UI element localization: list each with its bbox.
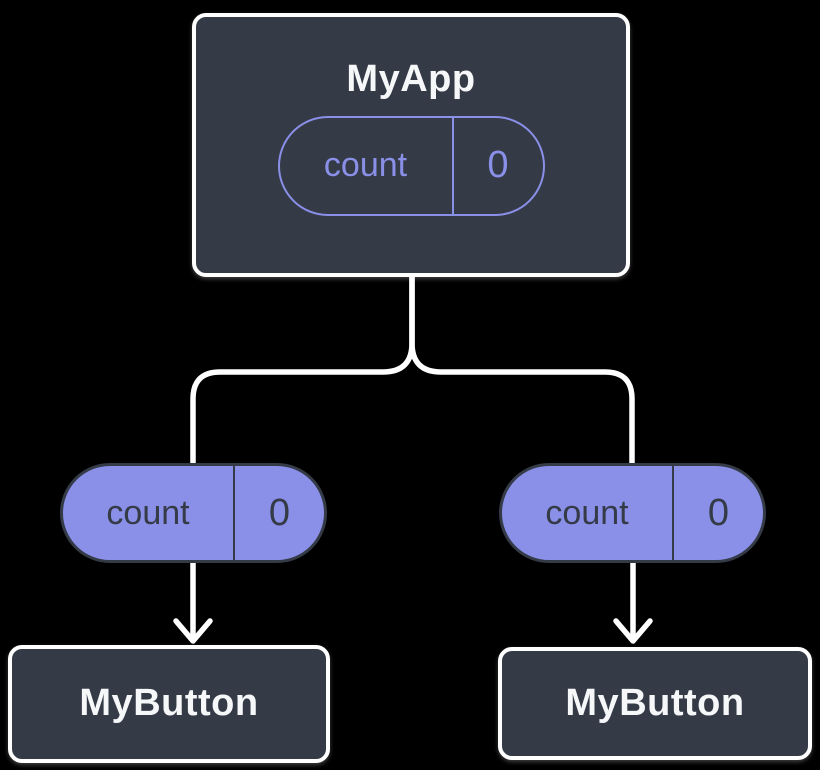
- prop-value: 0: [268, 491, 291, 534]
- branch-right-line: [409, 273, 635, 466]
- prop-name: count: [502, 466, 674, 560]
- prop-pill-right: count 0: [499, 463, 766, 563]
- arrow-left-head: [173, 618, 213, 644]
- prop-value: 0: [707, 491, 730, 534]
- prop-pill-left: count 0: [60, 463, 327, 563]
- component-title: MyButton: [79, 682, 259, 725]
- component-title: MyButton: [565, 681, 745, 724]
- component-card-mybutton-left: MyButton: [8, 645, 330, 763]
- component-card-myapp: MyApp count 0: [192, 13, 630, 277]
- state-pill: count 0: [277, 115, 545, 216]
- branch-left-line: [190, 273, 415, 466]
- prop-name: count: [63, 466, 235, 560]
- component-card-mybutton-right: MyButton: [498, 647, 812, 760]
- component-title: MyApp: [346, 58, 476, 100]
- arrow-right-head: [613, 618, 653, 644]
- state-value: 0: [487, 144, 509, 187]
- state-name: count: [280, 117, 454, 214]
